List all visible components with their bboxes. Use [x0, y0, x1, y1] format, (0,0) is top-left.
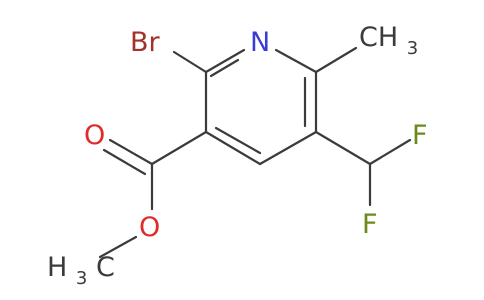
- bond-c2-br: [172, 50, 208, 74]
- bond-n-c2: [204, 48, 246, 74]
- bond-c5-chf2: [314, 130, 372, 166]
- fluorine-bottom-label: F: [362, 209, 378, 240]
- bond-carbonyl-o-double-2: [102, 148, 147, 176]
- bond-c3-c4: [204, 130, 262, 166]
- bond-c6-methyl: [314, 46, 358, 74]
- bond-c3-carbonyl: [150, 130, 208, 166]
- bond-ester-o-methyl: [98, 235, 138, 259]
- bromine-label: Br: [130, 27, 161, 58]
- bond-c4-c5: [258, 130, 318, 166]
- methyl-top-label: CH 3: [359, 22, 418, 59]
- methyl-bottom-label: H 3 C: [47, 252, 115, 291]
- bond-c6-n: [274, 48, 318, 74]
- nitrogen-label: N: [250, 27, 270, 58]
- ester-oxygen-label: O: [139, 212, 160, 243]
- bond-carbonyl-o-double-1: [108, 138, 154, 166]
- bond-chf2-f-top: [368, 138, 412, 166]
- bond-n-c2-double: [209, 58, 240, 78]
- carbonyl-oxygen-label: O: [84, 120, 105, 151]
- bond-c3-c4-double: [214, 126, 262, 155]
- fluorine-top-label: F: [412, 120, 428, 151]
